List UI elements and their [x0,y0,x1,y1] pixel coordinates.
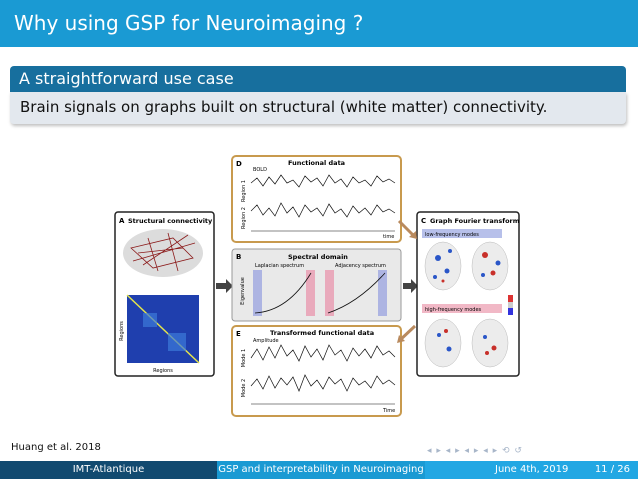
brain-mode-image [424,318,462,368]
panel-b-left-label: Laplacian spectrum [255,263,304,269]
block-header: A straightforward use case [10,66,626,92]
panel-b-right-label: Adjacency spectrum [335,263,386,269]
panel-a-ylabel: Regions [119,321,125,341]
panel-e-xlabel: Time [382,408,395,414]
timeseries-line [250,374,396,392]
panel-d-row2: Region 2 [241,207,247,229]
brain-mode-image [471,318,509,368]
slide-title: Why using GSP for Neuroimaging ? [14,11,364,35]
panel-d-title: Functional data [288,159,345,167]
brain-image [123,229,203,277]
panel-d-xlabel: time [383,234,394,240]
panel-e-row2: Mode 2 [241,379,247,397]
panel-c-title: Graph Fourier transform [430,217,520,225]
footer-date: June 4th, 2019 [495,464,569,475]
panel-transformed-data: E Transformed functional data Amplitude … [231,325,402,417]
block-heading: A straightforward use case [19,69,234,88]
panel-c-letter: C [421,217,426,225]
footer-talk-title: GSP and interpretability in Neuroimaging [218,464,424,475]
timeseries-line [250,174,396,188]
title-bar: Why using GSP for Neuroimaging ? [0,0,638,47]
panel-functional-data: D Functional data BOLD Region 1 Region 2… [231,155,402,243]
brain-mode-image [424,241,462,291]
panel-c-low-label: low-frequency modes [425,232,479,238]
colorbar [508,295,513,315]
panel-b-title: Spectral domain [288,253,348,261]
panel-graph-fourier: C Graph Fourier transform low-frequency … [416,211,520,377]
footer: IMT-Atlantique GSP and interpretability … [0,461,638,479]
panel-b-ylabel: Eigenvalue [240,277,246,305]
panel-b-letter: B [236,253,241,261]
footer-center: GSP and interpretability in Neuroimaging [217,461,425,479]
footer-institution: IMT-Atlantique [72,464,145,475]
timeseries-line [250,344,396,362]
connectivity-edges [130,232,196,272]
panel-structural-connectivity: A Structural connectivity Regions Region… [114,211,215,377]
panel-d-bold: BOLD [253,167,267,173]
arrow-icon [403,279,418,293]
panel-d-row1: Region 1 [241,180,247,202]
timeseries-line [250,202,396,218]
panel-spectral-domain: B Spectral domain Laplacian spectrum Adj… [231,248,402,322]
gsp-figure: A Structural connectivity Regions Region… [114,155,520,417]
citation: Huang et al. 2018 [11,442,101,453]
panel-e-letter: E [236,330,241,338]
panel-e-row1: Mode 1 [241,349,247,367]
footer-right: June 4th, 2019 11 / 26 [425,461,638,479]
panel-a-letter: A [119,217,125,225]
block-text: Brain signals on graphs built on structu… [20,98,548,116]
arrow-icon [216,279,233,293]
panel-c-high-label: high-frequency modes [425,307,482,313]
panel-a-xlabel: Regions [153,368,173,374]
panel-a-title: Structural connectivity [128,217,213,225]
page-number: 11 / 26 [594,464,630,475]
beamer-navigation-icons[interactable]: ◂ ▸ ◂ ▸ ◂ ▸ ◂ ▸ ⟲ ↺ [427,446,523,456]
panel-e-amplitude: Amplitude [253,338,279,344]
brain-mode-image [471,241,509,291]
panel-d-letter: D [236,160,242,168]
footer-left: IMT-Atlantique [0,461,217,479]
panel-e-title: Transformed functional data [270,329,374,337]
block-body: Brain signals on graphs built on structu… [10,92,626,124]
